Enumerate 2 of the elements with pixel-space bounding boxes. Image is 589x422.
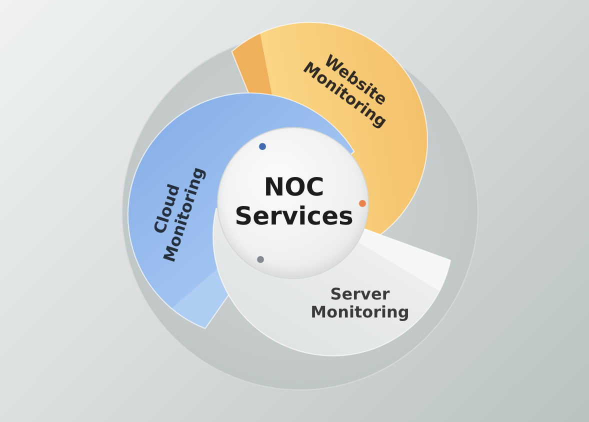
hub-label: NOC Services	[234, 173, 354, 231]
segment-label: Server Monitoring	[310, 286, 410, 322]
